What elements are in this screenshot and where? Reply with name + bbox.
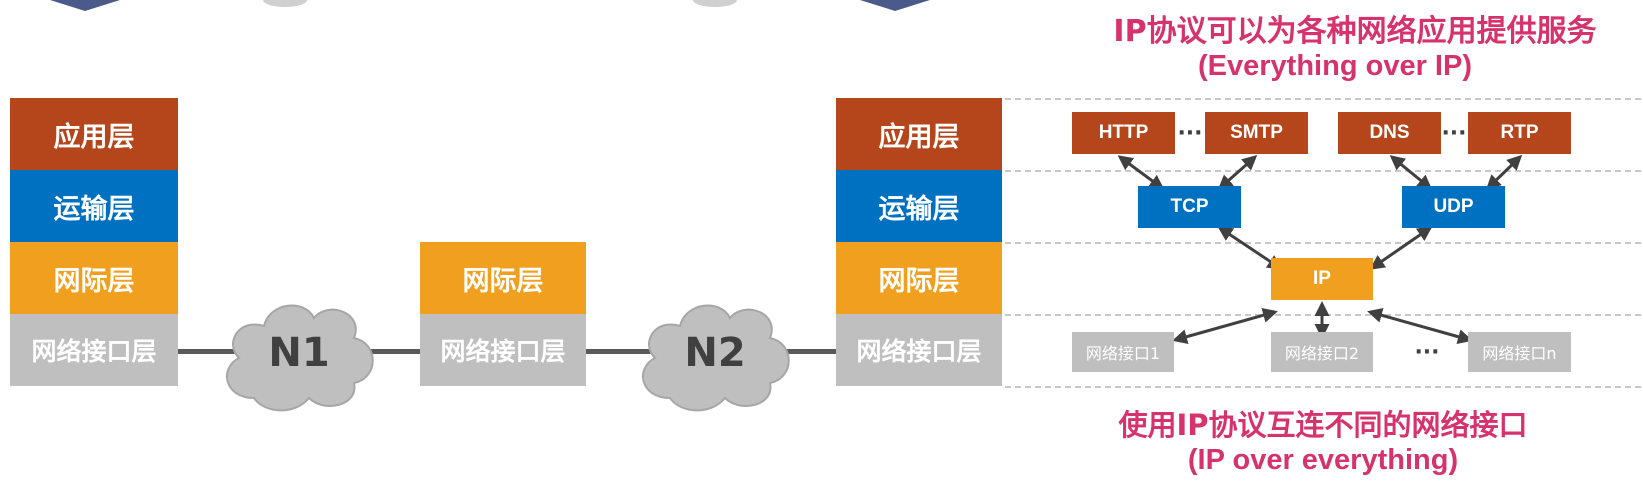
divider-app-transport xyxy=(1005,170,1641,172)
network-interface-n: 网络接口n xyxy=(1468,332,1571,372)
protocol-dns: DNS xyxy=(1338,112,1441,154)
protocol-tcp: TCP xyxy=(1138,186,1241,228)
top-right-device-icon xyxy=(860,0,930,11)
link-router-n2 xyxy=(586,349,656,354)
network-interface-2: 网络接口2 xyxy=(1271,332,1373,372)
left-application-layer: 应用层 xyxy=(10,98,178,170)
arrow-rtp-udp xyxy=(1485,154,1523,191)
divider-top xyxy=(1005,98,1641,100)
protocol-udp: UDP xyxy=(1402,186,1505,228)
top-title: IP协议可以为各种网络应用提供服务 xyxy=(1113,14,1597,49)
arrow-dns-udp xyxy=(1389,155,1433,190)
link-n1-router xyxy=(360,349,422,354)
right-application-layer: 应用层 xyxy=(836,98,1002,170)
arrow-udp-ip xyxy=(1369,226,1433,270)
top-cloud-fragment-icon-2 xyxy=(693,0,737,7)
link-host1-n1 xyxy=(178,349,238,354)
router-internet-layer: 网际层 xyxy=(420,242,586,314)
router-network-interface-layer: 网络接口层 xyxy=(420,314,586,386)
network-interface-1: 网络接口1 xyxy=(1072,332,1174,372)
top-cloud-fragment-icon xyxy=(263,0,307,7)
ellipsis-netif: ··· xyxy=(1414,339,1440,365)
protocol-rtp: RTP xyxy=(1468,112,1571,154)
protocol-ip: IP xyxy=(1271,258,1373,300)
left-network-interface-layer: 网络接口层 xyxy=(10,314,178,386)
arrow-http-tcp xyxy=(1117,155,1165,190)
protocol-smtp: SMTP xyxy=(1205,112,1308,154)
cloud-n2-label: N2 xyxy=(684,330,746,376)
top-left-device-icon xyxy=(50,0,120,11)
left-transport-layer: 运输层 xyxy=(10,170,178,242)
arrow-ip-netifn xyxy=(1367,308,1473,344)
right-transport-layer: 运输层 xyxy=(836,170,1002,242)
top-subtitle: (Everything over IP) xyxy=(1198,50,1472,82)
cloud-n2-icon xyxy=(642,304,790,412)
bottom-subtitle: (IP over everything) xyxy=(1187,444,1459,476)
cloud-n1-label: N1 xyxy=(268,330,330,376)
left-internet-layer: 网际层 xyxy=(10,242,178,314)
arrow-tcp-ip xyxy=(1217,226,1283,270)
cloud-n1-icon xyxy=(226,304,374,412)
ellipsis-app-2: ··· xyxy=(1441,120,1467,146)
link-n2-host2 xyxy=(780,349,838,354)
ellipsis-app-1: ··· xyxy=(1177,120,1203,146)
protocol-http: HTTP xyxy=(1072,112,1175,154)
arrow-ip-netif1 xyxy=(1172,308,1278,344)
divider-bottom xyxy=(1005,386,1641,388)
right-network-interface-layer: 网络接口层 xyxy=(836,314,1002,386)
arrow-smtp-tcp xyxy=(1217,155,1258,190)
right-internet-layer: 网际层 xyxy=(836,242,1002,314)
bottom-title: 使用IP协议互连不同的网络接口 xyxy=(1118,408,1528,442)
divider-transport-ip xyxy=(1005,242,1641,244)
